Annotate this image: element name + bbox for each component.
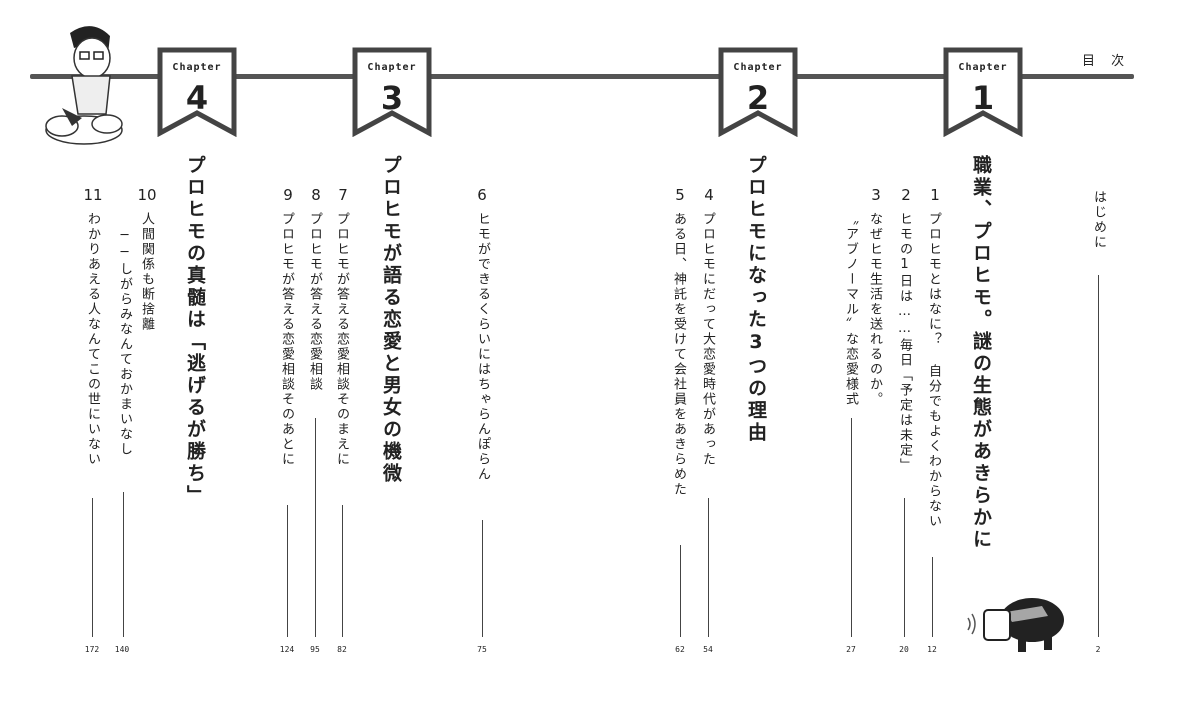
chapter-2-flag: Chapter 2: [718, 47, 798, 137]
item-5-number: 5: [675, 186, 685, 204]
item-9-leader-line: [287, 505, 288, 637]
chapter-2-number: 2: [746, 79, 770, 117]
item-1-page: 12: [927, 645, 937, 654]
item-11-page: 172: [84, 645, 100, 654]
part-1-title: 職業、プロヒモ。謎の生態があきらかに: [970, 155, 992, 551]
header-rule: [30, 74, 1134, 79]
character-on-cloud-illustration: [22, 18, 127, 148]
item-10-number: 10: [137, 186, 157, 204]
item-6-text: ヒモができるくらいにはちゃらんぽらん: [475, 212, 490, 482]
item-8-text: プロヒモが答える恋愛相談: [307, 212, 322, 392]
item-7-number: 7: [338, 186, 348, 204]
part-3-title: プロヒモが語る恋愛と男女の機微: [380, 155, 402, 485]
item-3-text-line2: 〝アブノーマル〟な恋愛様式: [843, 212, 858, 407]
pig-mask-illustration: [960, 588, 1070, 660]
item-4-leader-line: [708, 498, 709, 637]
item-2-text: ヒモの1日は……毎日「予定は未定」: [897, 212, 912, 473]
item-9-number: 9: [283, 186, 293, 204]
chapter-3-label: Chapter: [367, 62, 417, 73]
item-10-page: 140: [114, 645, 130, 654]
item-7-text: プロヒモが答える恋愛相談そのまえに: [334, 212, 349, 467]
item-2-leader-line: [904, 498, 905, 637]
item-1-leader-line: [932, 557, 933, 637]
item-3-number: 3: [871, 186, 881, 204]
chapter-2-label: Chapter: [733, 62, 783, 73]
intro-title: はじめに: [1091, 190, 1106, 250]
item-1-number: 1: [930, 186, 940, 204]
part-2-title: プロヒモになった3つの理由: [745, 155, 767, 444]
item-2-number: 2: [901, 186, 911, 204]
item-7-leader-line: [342, 505, 343, 637]
chapter-3-flag: Chapter 3: [352, 47, 432, 137]
chapter-4-flag: Chapter 4: [157, 47, 237, 137]
item-4-page: 54: [703, 645, 713, 654]
chapter-4-number: 4: [185, 79, 209, 117]
item-8-leader-line: [315, 418, 316, 637]
intro-leader-line: [1098, 275, 1099, 637]
item-6-page: 75: [477, 645, 487, 654]
part-4-title: プロヒモの真髄は「逃げるが勝ち」: [184, 155, 206, 507]
chapter-3-number: 3: [380, 79, 404, 117]
item-6-number: 6: [477, 186, 487, 204]
item-7-page: 82: [337, 645, 347, 654]
item-5-page: 62: [675, 645, 685, 654]
chapter-1-label: Chapter: [958, 62, 1008, 73]
item-9-text: プロヒモが答える恋愛相談そのあとに: [279, 212, 294, 467]
item-4-text: プロヒモにだって大恋愛時代があった: [700, 212, 715, 467]
toc-title: 目 次: [1082, 54, 1131, 69]
chapter-1-number: 1: [971, 79, 995, 117]
item-9-page: 124: [279, 645, 295, 654]
chapter-4-label: Chapter: [172, 62, 222, 73]
item-11-number: 11: [83, 186, 103, 204]
item-6-leader-line: [482, 520, 483, 637]
item-5-leader-line: [680, 545, 681, 637]
item-8-page: 95: [310, 645, 320, 654]
item-11-text: わかりあえる人なんてこの世にいない: [85, 212, 100, 467]
item-2-page: 20: [899, 645, 909, 654]
item-3-leader-line: [851, 418, 852, 637]
item-3-page: 27: [846, 645, 856, 654]
item-10-text-line2: ──しがらみなんておかまいなし: [117, 228, 132, 457]
item-3-text: なぜヒモ生活を送れるのか。: [867, 212, 882, 407]
item-5-text: ある日、神託を受けて会社員をあきらめた: [671, 212, 686, 497]
item-8-number: 8: [311, 186, 321, 204]
item-11-leader-line: [92, 498, 93, 637]
intro-page: 2: [1095, 645, 1101, 654]
item-4-number: 4: [704, 186, 714, 204]
item-1-text: プロヒモとはなに？ 自分でもよくわからない: [926, 212, 941, 529]
chapter-1-flag: Chapter 1: [943, 47, 1023, 137]
item-10-leader-line: [123, 492, 124, 637]
item-10-text: 人間関係も断捨離: [139, 212, 154, 332]
